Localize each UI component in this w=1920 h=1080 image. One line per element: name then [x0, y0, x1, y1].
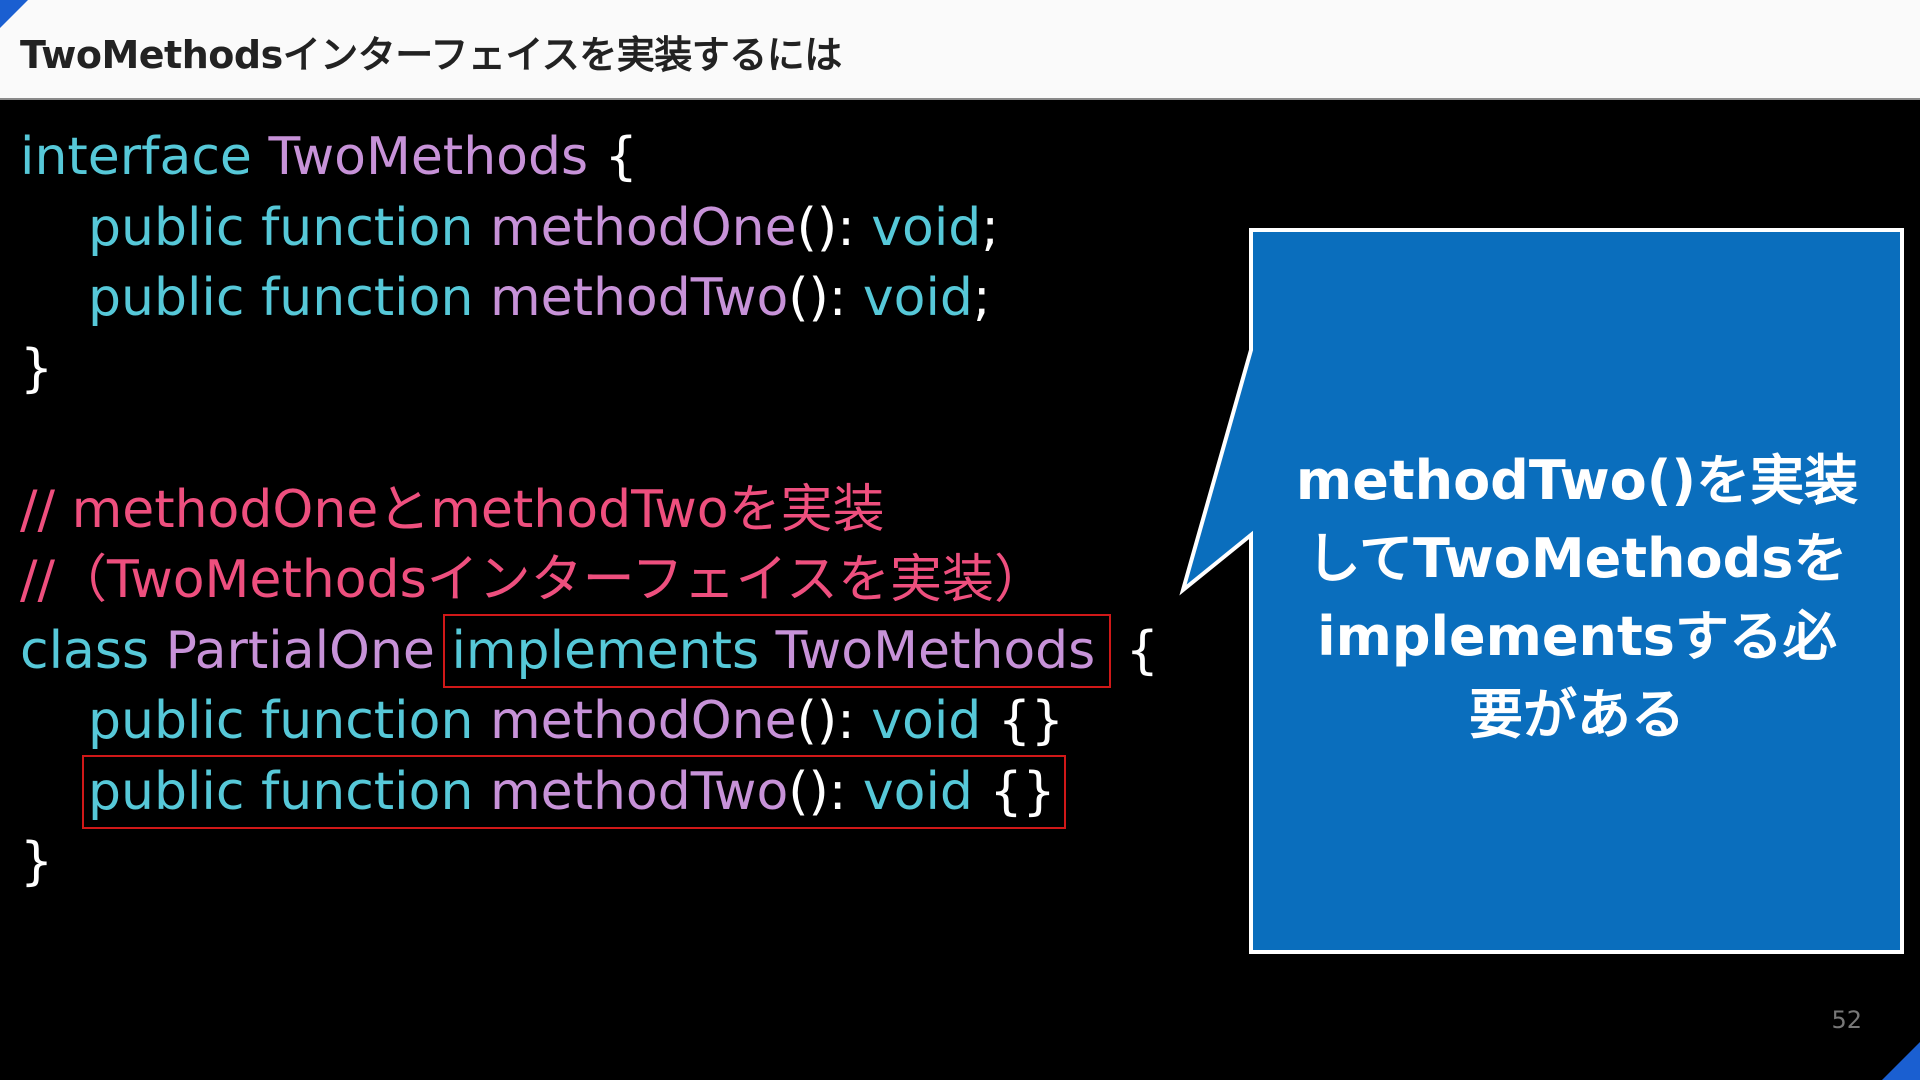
corner-accent-bottom-right: [1882, 1042, 1920, 1080]
code-type: void: [862, 268, 973, 328]
callout-line: methodTwo()を実装: [1295, 449, 1859, 512]
code-name: TwoMethods: [775, 620, 1096, 681]
callout-text: methodTwo()を実装 してTwoMethodsを implementsす…: [1252, 442, 1902, 754]
code-name: PartialOne: [165, 620, 435, 681]
code-line-3: public function methodTwo(): void;: [20, 263, 1159, 334]
code-punct: ():: [796, 197, 855, 258]
page-number: 52: [1831, 1006, 1862, 1034]
code-name: methodTwo: [489, 268, 789, 328]
code-name: TwoMethods: [268, 127, 589, 187]
code-keyword: interface: [20, 127, 252, 187]
code-punct: }: [20, 338, 54, 399]
slide-header: TwoMethodsインターフェイスを実装するには: [0, 0, 1920, 100]
code-keyword: public function: [88, 691, 474, 751]
code-line-9: public function methodOne(): void {}: [20, 686, 1159, 757]
code-punct: }: [20, 832, 54, 892]
code-comment: // methodOneとmethodTwoを実装: [20, 479, 885, 540]
code-line-2: public function methodOne(): void;: [20, 193, 1159, 264]
code-punct: ;: [981, 197, 999, 258]
slide-title: TwoMethodsインターフェイスを実装するには: [20, 33, 842, 77]
code-line-10: public function methodTwo(): void {}: [20, 754, 1159, 829]
code-punct: ;: [972, 268, 991, 328]
code-line-7: //（TwoMethodsインターフェイスを実装）: [20, 545, 1159, 616]
callout-shape: [1179, 228, 1904, 954]
callout-line: implementsする必: [1317, 605, 1837, 668]
callout-line: 要がある: [1469, 683, 1685, 746]
code-line-4: }: [20, 334, 1159, 405]
code-keyword: public function: [88, 268, 474, 328]
code-keyword: implements: [451, 620, 760, 681]
method-two-highlight-box: public function methodTwo(): void {}: [82, 754, 1066, 829]
code-keyword: public function: [88, 197, 474, 258]
code-line-8: class PartialOne implements TwoMethods {: [20, 613, 1159, 688]
code-keyword: class: [20, 620, 150, 681]
code-punct: {: [1125, 620, 1159, 681]
code-punct: ():: [788, 761, 847, 822]
code-line-11: }: [20, 827, 1159, 898]
code-name: methodOne: [489, 691, 797, 751]
code-type: void: [871, 197, 982, 258]
code-punct: {}: [997, 691, 1065, 751]
code-name: methodTwo: [489, 761, 789, 822]
code-line-6: // methodOneとmethodTwoを実装: [20, 475, 1159, 546]
code-punct: {: [604, 127, 638, 187]
corner-accent-top-left: [0, 0, 28, 28]
callout-line: してTwoMethodsを: [1306, 527, 1848, 590]
code-keyword: public function: [88, 761, 474, 822]
code-block: interface TwoMethods { public function m…: [20, 122, 1159, 898]
code-type: void: [871, 691, 982, 751]
code-comment: //（TwoMethodsインターフェイスを実装）: [20, 550, 1046, 610]
code-type: void: [862, 761, 973, 822]
code-punct: ():: [796, 691, 855, 751]
code-name: methodOne: [489, 197, 797, 258]
code-punct: ():: [788, 268, 847, 328]
code-line-1: interface TwoMethods {: [20, 122, 1159, 193]
implements-highlight-box: implements TwoMethods: [443, 613, 1112, 688]
code-punct: {}: [989, 761, 1056, 822]
